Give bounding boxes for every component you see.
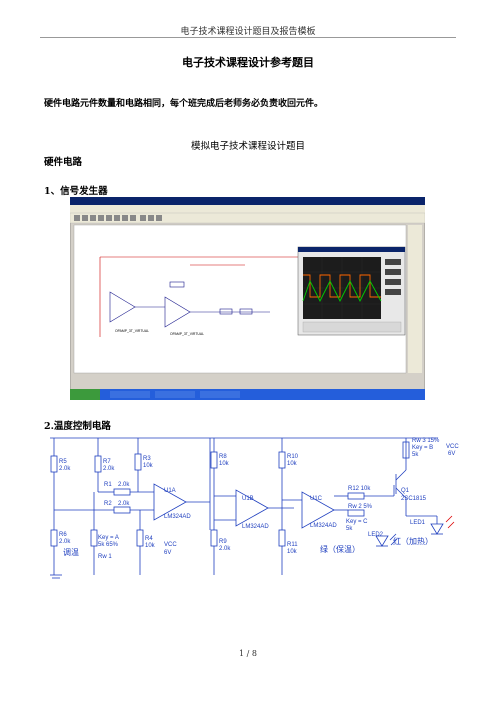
led1-label: LED1	[410, 520, 426, 526]
page-header: 电子技术课程设计题目及报告模板	[180, 27, 316, 37]
r10-label: R10	[287, 454, 299, 460]
item-signal-generator: 1、信号发生器	[44, 186, 108, 197]
rw1-key: Key = A	[98, 535, 119, 541]
green-label: 绿（保温）	[320, 544, 360, 554]
r4-label: R4	[145, 536, 153, 542]
doc-title: 电子技术课程设计参考题目	[182, 56, 314, 69]
r1-label: R1	[104, 482, 112, 488]
vcc2-value: 6V	[448, 451, 455, 457]
section-hardware: 硬件电路	[44, 157, 83, 168]
sim-ic-label-2: OPAMP_3T_VIRTUAL	[170, 332, 204, 336]
r2-value: 2.0k	[118, 501, 130, 507]
r8-label: R8	[219, 454, 227, 460]
rw3-label: Rw 3 15%	[412, 438, 440, 444]
u1a-label: U1A	[164, 488, 176, 494]
u1c-label: U1C	[310, 496, 323, 502]
r5-label: R5	[59, 459, 67, 465]
rw2-value: 5k	[346, 526, 353, 532]
vcc-value: 6V	[164, 550, 171, 556]
u1b-label: U1B	[242, 496, 254, 502]
r9-label: R9	[219, 539, 227, 545]
u1c-ic: LM324AD	[310, 523, 337, 529]
vcc2-label: VCC	[446, 444, 459, 450]
page-number: 1 / 8	[239, 649, 257, 658]
vcc-label: VCC	[164, 542, 177, 548]
r12-label: R12 10k	[348, 486, 371, 492]
rw2-key: Key = C	[346, 519, 368, 525]
r2-label: R2	[104, 501, 112, 507]
notice-text: 硬件电路元件数量和电路相同，每个班完成后老师务必负责收回元件。	[44, 99, 324, 109]
r10-value: 10k	[287, 461, 298, 467]
red-label: 红（加热）	[393, 536, 433, 546]
r1-value: 2.0k	[118, 482, 130, 488]
r7-value: 2.0k	[103, 466, 115, 472]
q1-label: Q1	[401, 488, 410, 494]
r6-value: 2.0k	[59, 539, 71, 545]
header-rule	[40, 37, 456, 38]
u1a-ic: LM324AD	[164, 514, 191, 520]
r3-label: R3	[143, 456, 151, 462]
item-temperature-control: 2.温度控制电路	[44, 421, 111, 432]
r4-value: 10k	[145, 543, 156, 549]
subtitle: 模拟电子技术课程设计题目	[190, 141, 305, 152]
rw3-value: 5k	[412, 452, 419, 458]
rw1-value: 5k 65%	[98, 542, 119, 548]
q1-value: 2SC1815	[401, 496, 427, 502]
u1b-ic: LM324AD	[242, 524, 269, 530]
r5-value: 2.0k	[59, 466, 71, 472]
rw3-key: Key = B	[412, 445, 433, 451]
r8-value: 10k	[219, 461, 230, 467]
signal-generator-screenshot: OPAMP_3T_VIRTUAL OPAMP_3T_VIRTUAL	[70, 197, 425, 400]
r6-label: R6	[59, 532, 67, 538]
rw1-label: Rw 1	[98, 554, 112, 560]
led2-label: LED2	[368, 532, 384, 538]
sim-ic-label-1: OPAMP_3T_VIRTUAL	[115, 329, 149, 333]
r3-value: 10k	[143, 463, 154, 469]
r7-label: R7	[103, 459, 111, 465]
rw2-label: Rw 2 5%	[348, 504, 373, 510]
tune-label: 调温	[63, 548, 79, 557]
temperature-control-schematic: R5 2.0k R7 2.0k R3 10k R8 10k R10 10k R1…	[50, 437, 459, 579]
r11-label: R11	[287, 542, 298, 548]
r11-value: 10k	[287, 549, 298, 555]
r9-value: 2.0k	[219, 546, 231, 552]
